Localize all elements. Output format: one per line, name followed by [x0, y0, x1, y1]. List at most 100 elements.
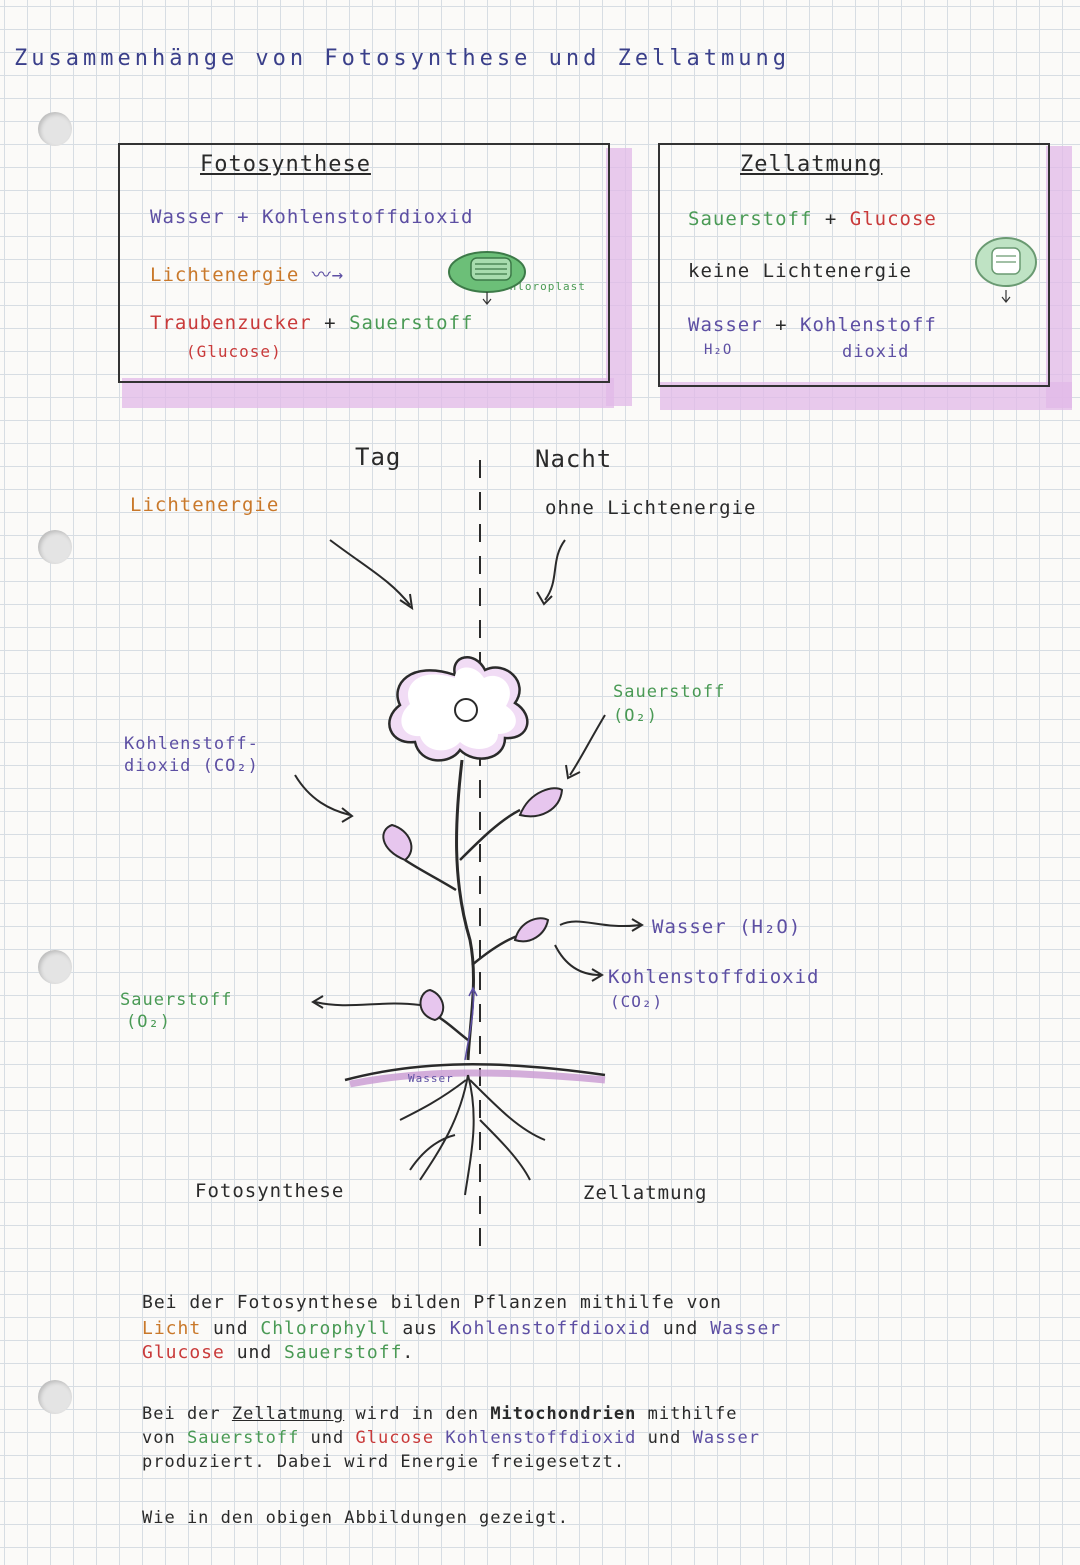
text: mithilfe [636, 1404, 738, 1424]
paragraph-2-line-3: produziert. Dabei wird Energie freigeset… [142, 1452, 626, 1472]
product-oxygen: Sauerstoff [349, 312, 474, 334]
word-and: und [299, 1428, 356, 1448]
resp-box-heading: Zellatmung [740, 152, 883, 177]
oxygen-out-label-2: (O₂) [126, 1012, 171, 1032]
photo-box [118, 143, 610, 383]
word-and: und [201, 1318, 261, 1339]
leaf [382, 823, 413, 862]
no-light-energy-label: ohne Lichtenergie [545, 497, 757, 519]
bottom-photo-label: Fotosynthese [195, 1180, 345, 1202]
word-from: aus [390, 1318, 450, 1339]
co2-out-label-1: Kohlenstoffdioxid [608, 966, 820, 988]
paragraph-1-line-3: Glucose und Sauerstoff. [142, 1342, 414, 1363]
resp-box-products: Wasser + Kohlenstoff [688, 314, 937, 336]
co2-out-arrow [554, 944, 601, 976]
word-co2: Kohlenstoffdioxid [445, 1428, 637, 1448]
word-light: Licht [142, 1318, 202, 1339]
period: . [402, 1342, 415, 1363]
resp-box [658, 143, 1050, 387]
oxygen-in-label-1: Sauerstoff [613, 682, 726, 702]
co2-in-label-1: Kohlenstoff- [124, 734, 259, 754]
word-glucose: Glucose [355, 1428, 435, 1448]
stem [455, 759, 475, 1061]
chloroplast-icon [448, 251, 526, 305]
product-sugar: Traubenzucker [150, 312, 312, 334]
word-water: Wasser [692, 1428, 761, 1448]
co2-in-label-2: dioxid (CO₂) [124, 756, 259, 776]
squiggle-arrow-icon: 〰→ [311, 264, 345, 286]
leaf [513, 917, 550, 943]
word-cell-respiration: Zellatmung [231, 1404, 345, 1424]
space [434, 1428, 445, 1448]
co2-out-label-2: (CO₂) [610, 992, 664, 1011]
root-water-label: Wasser [408, 1072, 454, 1085]
leaf [419, 988, 445, 1022]
oxygen-in-label-2: (O₂) [613, 706, 658, 726]
photo-box-reactants: Wasser + Kohlenstoffdioxid [150, 206, 474, 228]
paragraph-3: Wie in den obigen Abbildungen gezeigt. [142, 1508, 569, 1528]
resp-box-no-light: keine Lichtenergie [688, 260, 912, 282]
plus-sign: + [775, 314, 788, 336]
bottom-resp-label: Zellatmung [583, 1182, 708, 1204]
reactant-oxygen: Sauerstoff [688, 208, 813, 230]
photo-box-heading: Fotosynthese [200, 152, 371, 177]
word-oxygen: Sauerstoff [284, 1342, 403, 1363]
water-out-label: Wasser (H₂O) [652, 916, 802, 938]
word-co2: Kohlenstoffdioxid [449, 1318, 652, 1339]
photo-box-highlight [122, 378, 614, 408]
chloroplast-label: Chloroplast [502, 280, 586, 293]
roots [399, 1074, 546, 1196]
punch-hole [38, 530, 72, 564]
reactant-glucose: Glucose [849, 208, 937, 230]
resp-box-reactants: Sauerstoff + Glucose [688, 208, 937, 230]
oxygen-out-label-1: Sauerstoff [120, 990, 233, 1010]
chloroplast-icon [975, 237, 1037, 303]
leaf [518, 787, 564, 818]
light-energy-label: Lichtenergie [130, 494, 280, 516]
light-energy-label: Lichtenergie [150, 264, 300, 286]
word-glucose: Glucose [142, 1342, 225, 1363]
day-label: Tag [355, 443, 402, 471]
product-water: Wasser [688, 314, 763, 336]
light-arrow [329, 539, 411, 606]
product-co2: Kohlenstoff [800, 314, 937, 336]
plus-sign: + [824, 208, 838, 230]
plant-diagram [294, 460, 644, 1260]
word-oxygen: Sauerstoff [186, 1428, 300, 1448]
water-out-arrow [559, 920, 641, 927]
product-co2-line2: dioxid [842, 342, 910, 362]
punch-hole [38, 112, 72, 146]
plus-sign: + [324, 312, 337, 334]
paragraph-1-line-1: Bei der Fotosynthese bilden Pflanzen mit… [142, 1292, 723, 1313]
ground [344, 1063, 606, 1082]
paragraph-2-line-1: Bei der Zellatmung wird in den Mitochond… [142, 1404, 738, 1424]
paragraph-2-line-2: von Sauerstoff und Glucose Kohlenstoffdi… [142, 1428, 760, 1448]
oxygen-in-arrow [569, 714, 606, 776]
photo-box-light: Lichtenergie 〰→ [150, 260, 344, 287]
punch-hole [38, 950, 72, 984]
arrow-head [399, 593, 414, 611]
word-water: Wasser [710, 1318, 782, 1339]
glucose-note: (Glucose) [186, 342, 282, 361]
night-label: Nacht [535, 445, 613, 473]
photo-box-highlight-side [606, 148, 632, 406]
word-and: und [651, 1318, 711, 1339]
page-title: Zusammenhänge von Fotosynthese und Zella… [14, 46, 791, 71]
co2-in-arrow [294, 774, 351, 816]
resp-box-highlight-side [1046, 146, 1072, 408]
arrow-head [536, 591, 553, 606]
oxygen-out-arrow [314, 1001, 421, 1007]
word-mitochondria: Mitochondrien [490, 1404, 637, 1424]
text: wird in den [344, 1404, 491, 1424]
water-formula: H₂O [704, 342, 733, 358]
word-chlorophyll: Chlorophyll [260, 1318, 391, 1339]
flower [388, 656, 529, 762]
word-and: und [636, 1428, 693, 1448]
text: Bei der [142, 1404, 232, 1424]
punch-hole [38, 1380, 72, 1414]
text: von [142, 1428, 187, 1448]
photo-box-products: Traubenzucker + Sauerstoff [150, 312, 473, 334]
paragraph-1-line-2: Licht und Chlorophyll aus Kohlenstoffdio… [142, 1318, 781, 1339]
no-light-arrow [544, 539, 566, 601]
word-and: und [224, 1342, 285, 1363]
